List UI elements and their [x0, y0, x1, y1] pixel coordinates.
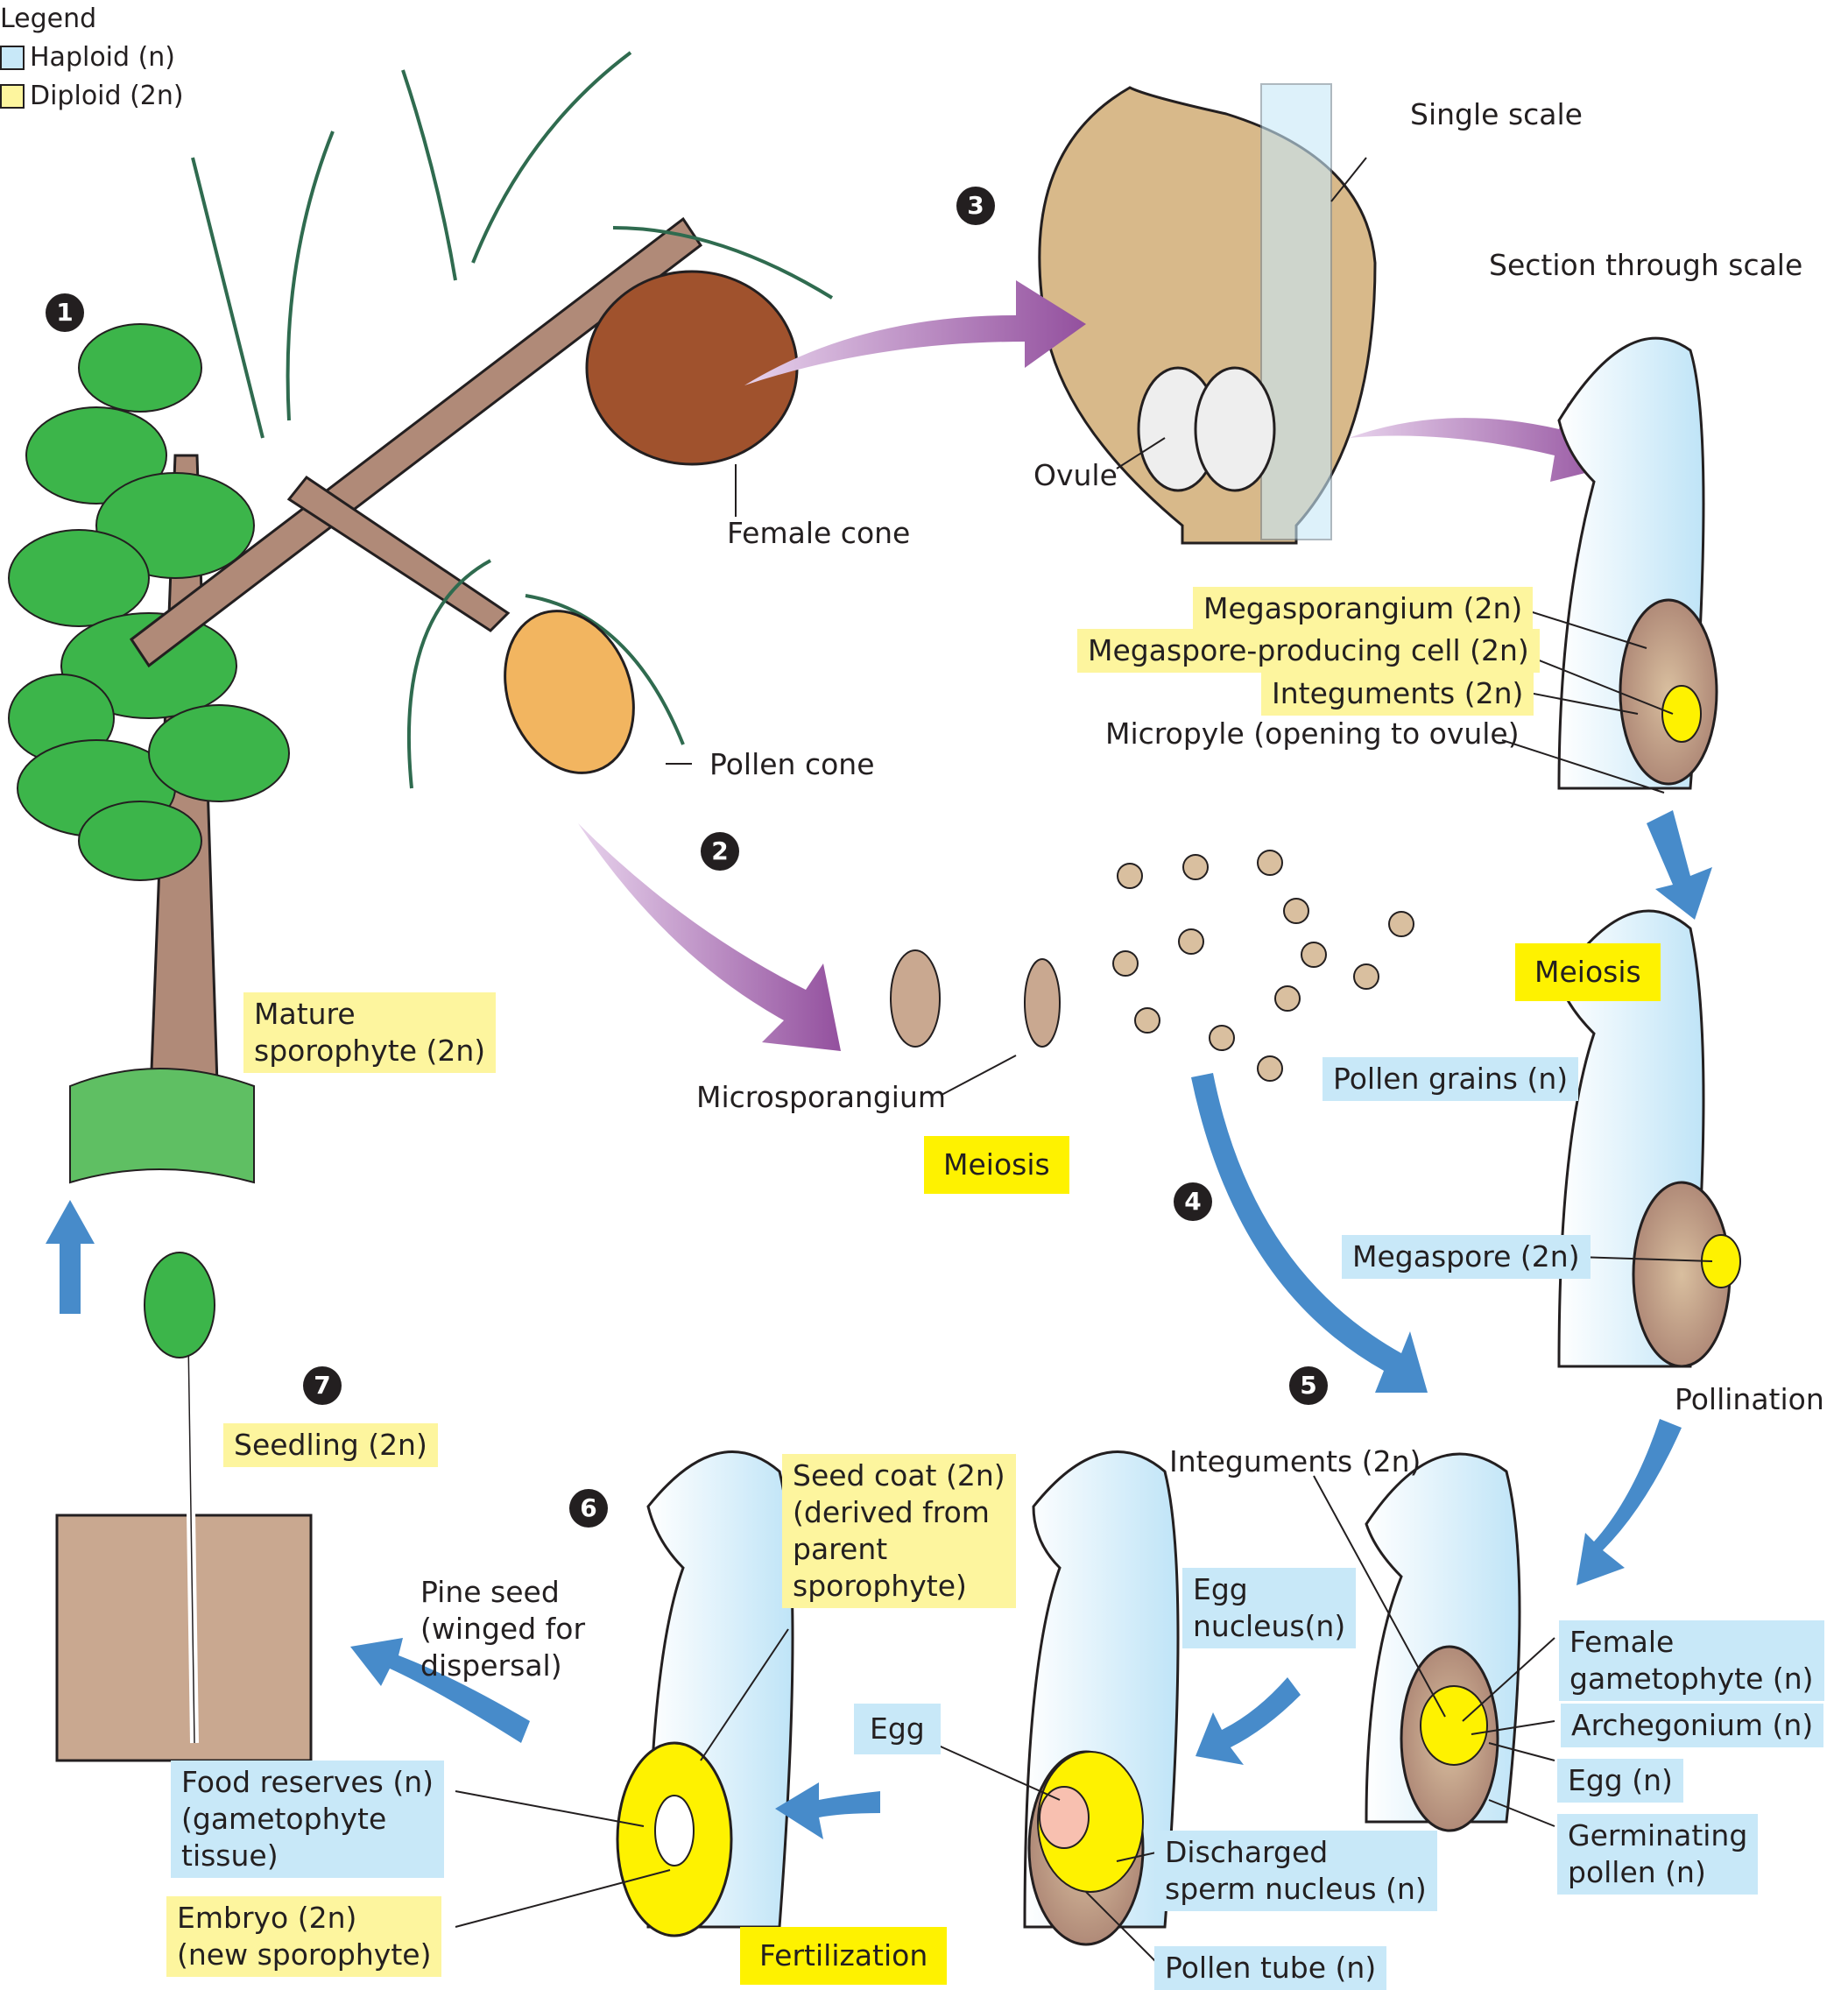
cycle-arrows — [46, 810, 1712, 1839]
pollen-cone — [504, 610, 635, 774]
haploid-swatch — [0, 46, 25, 70]
box-seed-coat: Seed coat (2n) (derived from parent spor… — [782, 1454, 1016, 1608]
box-pollen-grains: Pollen grains (n) — [1323, 1057, 1579, 1101]
box-megaspore: Megaspore (2n) — [1342, 1235, 1591, 1279]
label-ovule: Ovule — [1033, 458, 1118, 492]
box-germinating-pollen: Germinating pollen (n) — [1557, 1814, 1759, 1895]
box-pollen-tube: Pollen tube (n) — [1154, 1946, 1387, 1990]
label-microsporangium: Microsporangium — [696, 1080, 947, 1114]
box-integuments: Integuments (2n) — [1261, 672, 1534, 716]
box-egg-nucleus: Egg nucleus(n) — [1182, 1568, 1357, 1648]
step-marker-1: 1 — [46, 293, 84, 332]
box-megasporangium: Megasporangium (2n) — [1193, 587, 1534, 631]
label-female-cone: Female cone — [727, 516, 911, 550]
box-fertilization: Fertilization — [740, 1927, 948, 1985]
box-seedling: Seedling (2n) — [223, 1423, 438, 1467]
female-cone — [585, 270, 799, 466]
legend-title: Legend — [0, 4, 97, 34]
box-mature-sporophyte: Mature sporophyte (2n) — [243, 992, 497, 1073]
purple-arrows — [578, 280, 1620, 1051]
step-marker-3: 3 — [956, 187, 995, 225]
legend-item-diploid: Diploid (2n) — [0, 77, 184, 116]
pollen-grains — [1112, 850, 1414, 1082]
box-embryo: Embryo (2n) (new sporophyte) — [166, 1896, 442, 1977]
box-archegonium: Archegonium (n) — [1561, 1704, 1824, 1747]
box-egg: Egg — [854, 1704, 941, 1754]
label-pine-seed: Pine seed (winged for dispersal) — [420, 1575, 586, 1683]
box-megaspore-producing-cell: Megaspore-producing cell (2n) — [1077, 629, 1540, 673]
microsporangia — [890, 949, 1061, 1048]
box-food-reserves: Food reserves (n) (gametophyte tissue) — [171, 1761, 445, 1878]
label-pollen-cone: Pollen cone — [709, 747, 875, 781]
box-female-gametophyte: Female gametophyte (n) — [1559, 1620, 1824, 1701]
scale-illustration — [1038, 83, 1377, 545]
legend-label-diploid: Diploid (2n) — [30, 81, 184, 111]
step-marker-2: 2 — [701, 832, 739, 871]
ovule-figures — [646, 336, 1705, 1929]
box-egg-n: Egg (n) — [1557, 1759, 1683, 1803]
step-marker-5: 5 — [1289, 1366, 1328, 1405]
label-pollination: Pollination — [1675, 1382, 1824, 1416]
box-meiosis-microspore: Meiosis — [924, 1136, 1069, 1194]
legend-item-haploid: Haploid (n) — [0, 39, 184, 77]
seedling — [55, 1252, 313, 1762]
box-discharged-sperm: Discharged sperm nucleus (n) — [1154, 1831, 1437, 1911]
step-marker-6: 6 — [569, 1489, 608, 1528]
step-marker-4: 4 — [1174, 1182, 1212, 1221]
label-micropyle: Micropyle (opening to ovule) — [1105, 716, 1520, 751]
label-integuments-step5: Integuments (2n) — [1169, 1444, 1421, 1478]
branch — [129, 51, 834, 789]
megasporangia — [616, 598, 1741, 1946]
diploid-swatch — [0, 84, 25, 109]
step-marker-7: 7 — [303, 1366, 342, 1405]
legend-label-haploid: Haploid (n) — [30, 42, 176, 73]
label-section-through-scale: Section through scale — [1489, 248, 1803, 282]
legend: Legend Haploid (n) Diploid (2n) — [0, 0, 184, 116]
mature-tree — [8, 323, 290, 1184]
box-meiosis-megaspore: Meiosis — [1515, 943, 1661, 1001]
label-single-scale: Single scale — [1410, 97, 1583, 131]
